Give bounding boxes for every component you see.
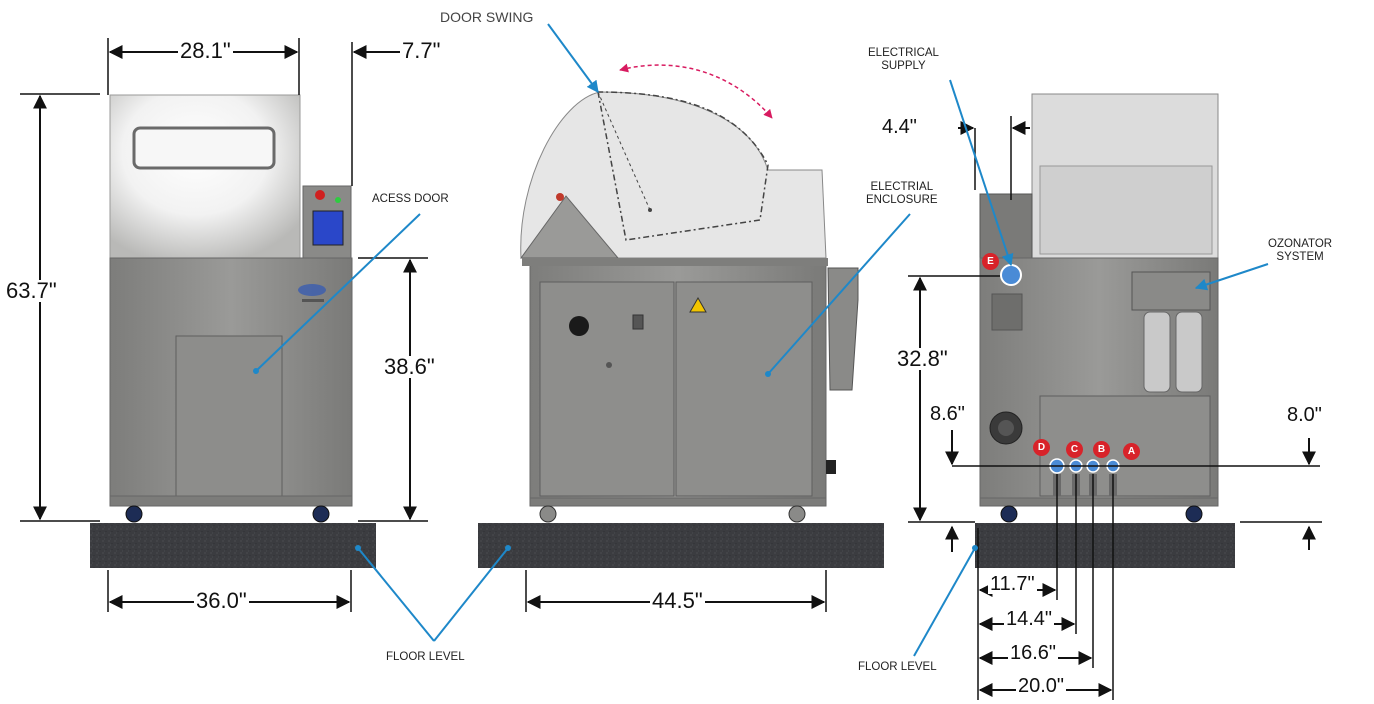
badge-d: D — [1033, 439, 1050, 456]
dim-a-offset: 20.0" — [1016, 675, 1067, 697]
side-left-door — [539, 281, 675, 497]
port-e — [1000, 264, 1022, 286]
label-door-swing: DOOR SWING — [440, 9, 534, 25]
dim-b-offset: 16.6" — [1008, 642, 1059, 664]
side-base-rail — [529, 497, 827, 507]
dim-c-offset: 14.4" — [1004, 608, 1055, 630]
dim-d-offset: 11.7" — [988, 573, 1037, 595]
filter-right — [1175, 311, 1203, 393]
status-light — [335, 197, 341, 203]
dim-left-conn-height: 8.6" — [928, 403, 967, 425]
side-bin — [827, 267, 859, 391]
rear-hood-panel — [1039, 165, 1213, 255]
rear-caster-left — [1000, 505, 1018, 523]
dim-base-height: 38.6" — [382, 354, 437, 379]
dim-panel-depth: 7.7" — [400, 38, 443, 63]
side-knob — [606, 362, 612, 368]
front-window — [132, 126, 276, 170]
rear-base-rail — [979, 497, 1219, 507]
label-floor-level-front: FLOOR LEVEL — [386, 651, 465, 663]
dim-side-length: 44.5" — [650, 588, 705, 613]
dim-supply-offset: 4.4" — [880, 116, 919, 138]
label-access-door: ACESS DOOR — [372, 193, 449, 205]
label-floor-level-right: FLOOR LEVEL — [858, 661, 937, 673]
filter-left — [1143, 311, 1171, 393]
warning-label — [689, 296, 707, 313]
rear-view — [908, 79, 1322, 700]
dim-right-conn-height: 8.0" — [1285, 404, 1324, 426]
side-view — [433, 23, 911, 642]
label-ozonator-system: OZONATOR SYSTEM — [1268, 238, 1333, 264]
side-right-door — [675, 281, 813, 497]
dim-front-width: 28.1" — [178, 38, 233, 63]
front-caster-left — [125, 505, 143, 523]
front-hood — [109, 94, 301, 259]
dim-connection-height: 32.8" — [895, 346, 950, 371]
badge-e: E — [982, 253, 999, 270]
vent-grille — [991, 293, 1023, 331]
side-indicator — [556, 193, 564, 201]
side-latch — [632, 314, 644, 330]
front-floor-slab — [90, 523, 376, 568]
emergency-stop — [315, 190, 325, 200]
dim-overall-height: 63.7" — [4, 278, 59, 303]
side-floor-slab — [478, 523, 884, 568]
side-caster-right — [788, 505, 806, 523]
badge-b: B — [1093, 441, 1110, 458]
side-port — [569, 316, 589, 336]
touch-screen — [312, 210, 344, 246]
door-swing-arrow — [619, 63, 773, 119]
badge-c: C — [1066, 441, 1083, 458]
front-view — [20, 38, 435, 642]
dim-base-width: 36.0" — [194, 588, 249, 613]
side-caster-left — [539, 505, 557, 523]
label-electrical-enclosure: ELECTRIAL ENCLOSURE — [866, 181, 938, 207]
label-electrical-supply: ELECTRICAL SUPPLY — [868, 47, 939, 73]
rear-floor-slab — [975, 523, 1235, 568]
side-top-rail — [522, 258, 828, 266]
ozonator-unit — [1131, 271, 1211, 311]
logo-mark — [298, 284, 326, 302]
front-caster-right — [312, 505, 330, 523]
front-base-rail — [109, 495, 353, 507]
badge-a: A — [1123, 443, 1140, 460]
rear-caster-right — [1185, 505, 1203, 523]
